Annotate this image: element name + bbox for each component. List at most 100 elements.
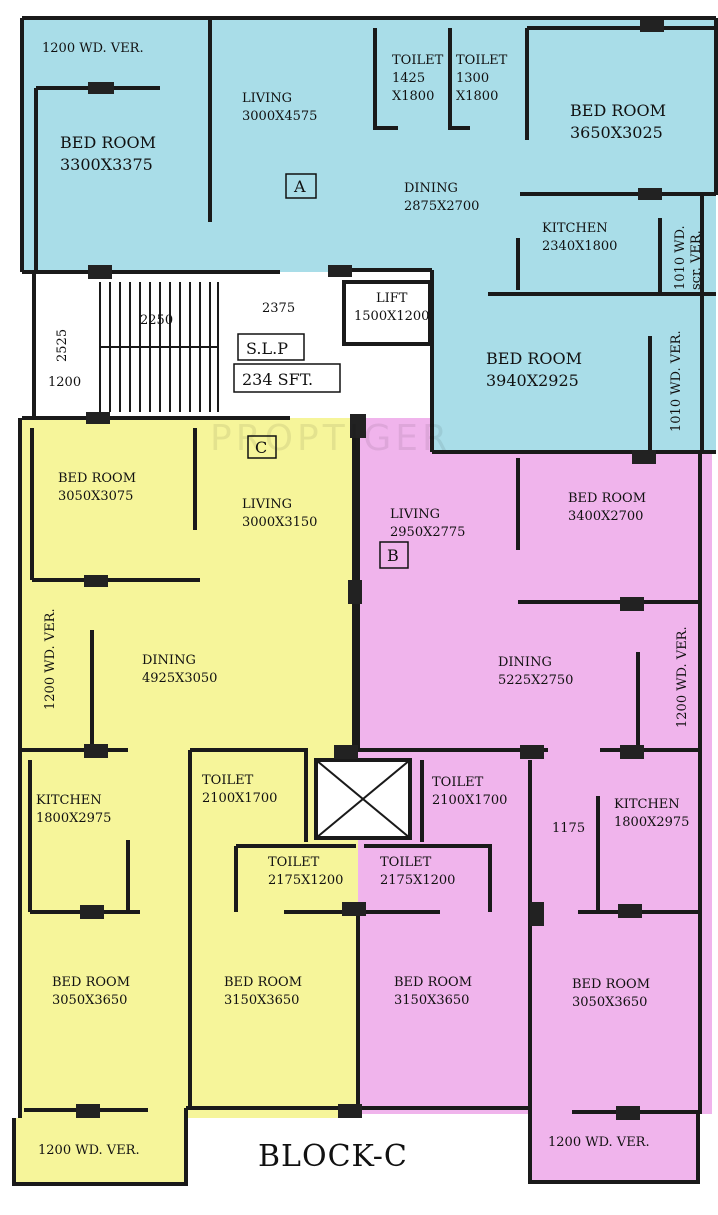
kitchen-label: KITCHEN: [614, 797, 680, 812]
column: [84, 575, 108, 587]
column: [638, 188, 662, 200]
toilet-label: TOILET: [432, 775, 484, 790]
flat-a-labels: 1200 WD. VER. LIVING 3000X4575 TOILET 14…: [42, 41, 704, 432]
column: [338, 1104, 362, 1118]
flat-c-labels: BED ROOM 3050X3075 C LIVING 3000X3150 12…: [36, 435, 343, 1158]
kitchen-label: KITCHEN: [36, 793, 102, 808]
toilet-label: TOILET: [202, 773, 254, 788]
bedroom-size: 3300X3375: [60, 155, 153, 174]
bedroom-size: 3940X2925: [486, 371, 579, 390]
living-label: LIVING: [390, 507, 440, 522]
column: [640, 20, 664, 32]
toilet-size: 2175X1200: [380, 873, 455, 888]
dining-label: DINING: [142, 653, 196, 668]
bedroom-label: BED ROOM: [486, 349, 582, 368]
kitchen-size: 2340X1800: [542, 239, 617, 254]
bedroom-size: 3150X3650: [394, 993, 469, 1008]
lift-size: 1500X1200: [354, 309, 429, 324]
flat-c-ver-fill: [14, 1118, 186, 1184]
walls: [12, 16, 718, 1186]
slp-area-label: 234 SFT.: [242, 370, 313, 389]
living-size: 3000X3150: [242, 515, 317, 530]
flat-tag-box: [379, 541, 409, 569]
bedroom-label: BED ROOM: [58, 471, 136, 486]
bedroom-size: 3050X3650: [52, 993, 127, 1008]
flat-c-area: [14, 418, 358, 1184]
kitchen-size: 1800X2975: [614, 815, 689, 830]
flat-tag: A: [293, 177, 306, 196]
dining-size: 5225X2750: [498, 673, 573, 688]
flat-b-ver-fill: [530, 1114, 698, 1182]
bedroom-size: 3050X3075: [58, 489, 133, 504]
dining-size: 4925X3050: [142, 671, 217, 686]
bedroom-label: BED ROOM: [570, 101, 666, 120]
verandah-label: 1200 WD. VER.: [43, 608, 58, 710]
flat-a-fill: [22, 18, 716, 272]
column: [620, 597, 644, 611]
column: [520, 745, 544, 759]
toilet-label: TOILET: [392, 53, 444, 68]
toilet-size: 2100X1700: [202, 791, 277, 806]
column: [84, 744, 108, 758]
toilet-height: X1800: [392, 89, 434, 104]
flat-tag-box: [285, 173, 317, 199]
toilet-label: TOILET: [380, 855, 432, 870]
bedroom-size: 3650X3025: [570, 123, 663, 142]
toilet-label: TOILET: [268, 855, 320, 870]
column: [530, 902, 544, 926]
verandah-label: 1200 WD. VER.: [42, 41, 144, 56]
flat-a-fill-lower: [432, 270, 716, 452]
column: [616, 1106, 640, 1120]
living-size: 2950X2775: [390, 525, 465, 540]
bedroom-label: BED ROOM: [568, 491, 646, 506]
dimension-label: 2375: [262, 301, 295, 316]
column: [334, 745, 358, 759]
column: [620, 745, 644, 759]
column: [88, 265, 112, 279]
slp-area-box: [233, 363, 341, 393]
wall-a-5: [448, 28, 470, 130]
column: [328, 265, 352, 277]
column: [86, 412, 110, 424]
toilet-height: X1800: [456, 89, 498, 104]
flat-b-area: [358, 418, 712, 1182]
block-title: BLOCK-C: [258, 1139, 408, 1174]
lift-label: LIFT: [376, 291, 408, 306]
columns: [76, 20, 664, 1120]
wall-b-15: [528, 1114, 700, 1184]
verandah-label: 1200 WD. VER.: [548, 1135, 650, 1150]
flat-b-fill: [358, 452, 712, 1114]
common-labels: LIFT 1500X1200 2375 2250 2525 1200 S.L.P…: [48, 291, 429, 393]
watermark: PROPTIGER: [210, 418, 451, 459]
toilet-width: 1425: [392, 71, 425, 86]
dimension-label: 2250: [140, 313, 173, 328]
dining-label: DINING: [404, 181, 458, 196]
verandah-label: 1200 WD. VER.: [675, 626, 690, 728]
slp-box: [237, 333, 305, 361]
slp-label: S.L.P: [246, 339, 288, 358]
flat-a-area: [22, 18, 716, 452]
wall-b-9: [364, 844, 492, 912]
column: [76, 1104, 100, 1118]
toilet-size: 2100X1700: [432, 793, 507, 808]
bedroom-label: BED ROOM: [224, 975, 302, 990]
wall-a-4: [373, 28, 398, 130]
column: [350, 414, 366, 438]
living-label: LIVING: [242, 91, 292, 106]
bedroom-label: BED ROOM: [52, 975, 130, 990]
bedroom-size: 3150X3650: [224, 993, 299, 1008]
bedroom-label: BED ROOM: [572, 977, 650, 992]
verandah-label: 1200 WD. VER.: [38, 1143, 140, 1158]
column: [618, 904, 642, 918]
flat-tag: C: [255, 438, 267, 457]
bedroom-label: BED ROOM: [394, 975, 472, 990]
verandah-label: 1010 WD. VER.: [669, 330, 684, 432]
flat-b-fill-upper: [358, 418, 432, 454]
shaft-box: [314, 758, 412, 840]
flat-tag-box: [247, 435, 277, 459]
staircase: [99, 282, 219, 412]
dimension-label: 1200: [48, 375, 81, 390]
verandah-label: 1010 WD.: [673, 225, 688, 290]
column: [342, 902, 366, 916]
